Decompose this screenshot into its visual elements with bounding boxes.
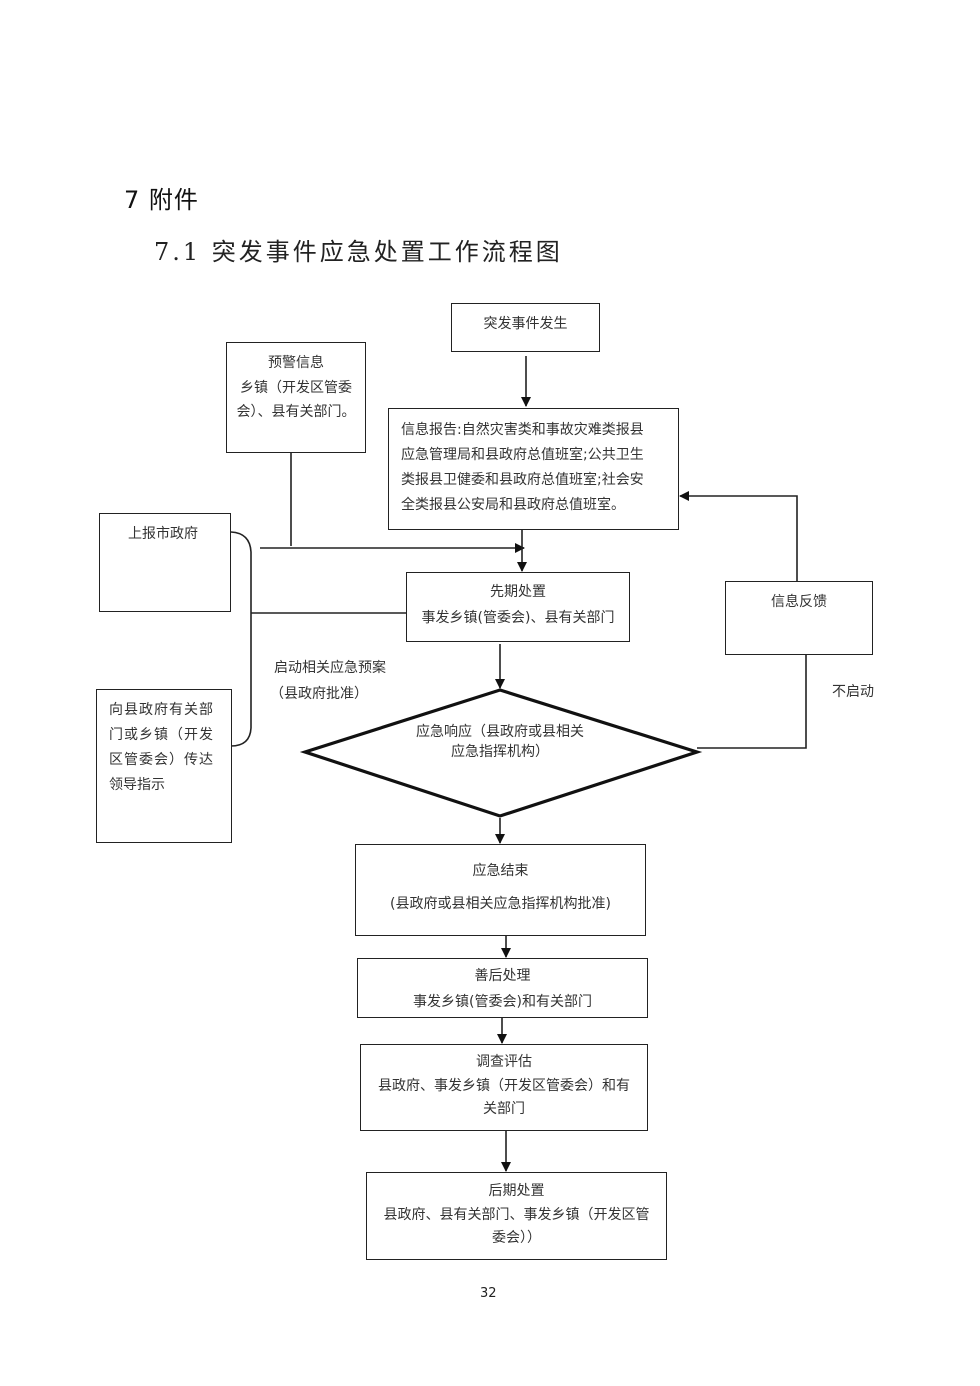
initial-response-title: 先期处置: [490, 584, 546, 600]
info-report-line2: 应急管理局和县政府总值班室;公共卫生: [401, 447, 644, 463]
convey-line4: 领导指示: [109, 777, 165, 793]
event-occurs-box: 突发事件发生: [451, 303, 600, 352]
info-report-box: 信息报告:自然灾害类和事故灾难类报县 应急管理局和县政府总值班室;公共卫生 类报…: [388, 408, 679, 530]
info-feedback-label: 信息反馈: [771, 594, 827, 610]
convey-line3: 区管委会）传达: [109, 752, 214, 768]
investigation-box: 调查评估 县政府、事发乡镇（开发区管委会）和有 关部门: [360, 1044, 648, 1131]
investigation-line2: 关部门: [483, 1101, 525, 1117]
initial-response-box: 先期处置 事发乡镇(管委会)、县有关部门: [406, 572, 630, 642]
info-feedback-box: 信息反馈: [725, 581, 873, 655]
report-city-label: 上报市政府: [128, 526, 198, 542]
convey-line1: 向县政府有关部: [109, 702, 214, 718]
activate-plan-line1: 启动相关应急预案: [274, 660, 386, 676]
early-warning-box: 预警信息 乡镇（开发区管委 会）、县有关部门。: [226, 342, 366, 453]
convey-line2: 门或乡镇（开发: [109, 727, 214, 743]
convey-instructions-box: 向县政府有关部 门或乡镇（开发 区管委会）传达 领导指示: [96, 689, 232, 843]
activate-plan-line2: （县政府批准）: [270, 686, 368, 702]
early-warning-line1: 乡镇（开发区管委: [240, 380, 352, 396]
later-handling-box: 后期处置 县政府、县有关部门、事发乡镇（开发区管 委会））: [366, 1172, 667, 1260]
info-report-line3: 类报县卫健委和县政府总值班室;社会安: [401, 472, 644, 488]
page-number: 32: [480, 1286, 497, 1301]
later-handling-line2: 委会））: [492, 1230, 541, 1246]
early-warning-title: 预警信息: [268, 355, 324, 371]
emergency-end-title: 应急结束: [472, 863, 529, 879]
section-heading: 7 附件: [124, 186, 199, 214]
investigation-line1: 县政府、事发乡镇（开发区管委会）和有: [378, 1078, 630, 1094]
initial-response-subtitle: 事发乡镇(管委会)、县有关部门: [421, 610, 615, 626]
emergency-response-line2: 应急指挥机构）: [451, 744, 549, 760]
event-occurs-label: 突发事件发生: [483, 316, 568, 332]
info-report-line4: 全类报县公安局和县政府总值班室。: [401, 497, 625, 513]
investigation-title: 调查评估: [476, 1054, 532, 1070]
later-handling-line1: 县政府、县有关部门、事发乡镇（开发区管: [383, 1207, 650, 1223]
report-city-box: 上报市政府: [99, 513, 231, 612]
aftermath-title: 善后处理: [474, 968, 531, 984]
line-response-to-feedback: [697, 655, 807, 749]
aftermath-subtitle: 事发乡镇(管委会)和有关部门: [413, 994, 592, 1010]
not-activated-label: 不启动: [832, 684, 874, 700]
emergency-end-box: 应急结束 (县政府或县相关应急指挥机构批准): [355, 844, 646, 936]
early-warning-line2: 会）、县有关部门。: [236, 404, 356, 420]
emergency-end-subtitle: (县政府或县相关应急指挥机构批准): [390, 896, 611, 912]
bracket-city-convey: [230, 531, 252, 747]
emergency-response-line1: 应急响应（县政府或县相关: [416, 724, 584, 740]
info-report-line1: 信息报告:自然灾害类和事故灾难类报县: [401, 422, 644, 438]
later-handling-title: 后期处置: [488, 1183, 545, 1199]
aftermath-box: 善后处理 事发乡镇(管委会)和有关部门: [357, 958, 648, 1018]
subsection-heading: 7.1 突发事件应急处置工作流程图: [154, 238, 563, 266]
arrow-feedback-to-report: [679, 491, 798, 581]
